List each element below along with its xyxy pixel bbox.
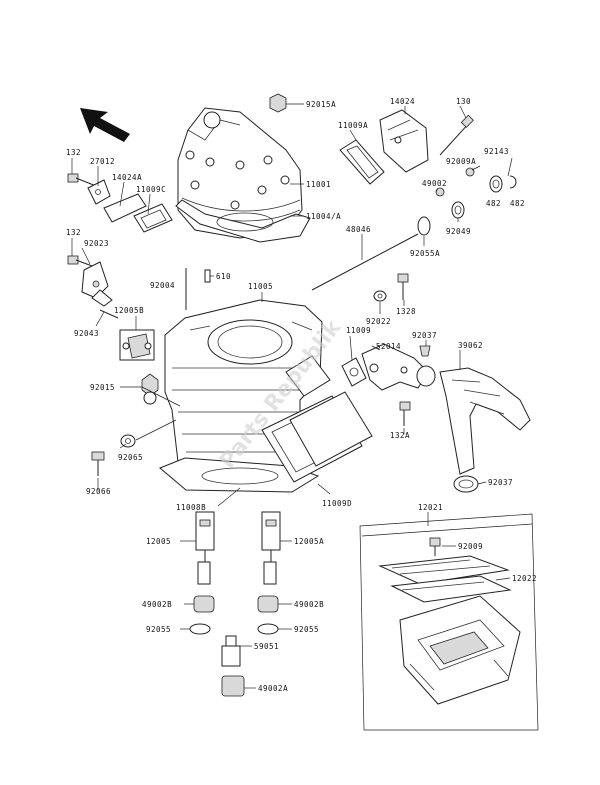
part-label: 92055A (410, 249, 440, 258)
reed-valve-screw (429, 537, 441, 556)
part-label: 49002A (258, 684, 288, 693)
part-label: 92015A (306, 100, 336, 109)
bolt-132-lower (67, 255, 93, 267)
cap-49002A (221, 675, 245, 697)
part-label: 14024A (112, 173, 142, 182)
front-direction-arrow-icon (80, 108, 130, 142)
part-label: 27012 (90, 157, 115, 166)
clamp-92037-lower (453, 475, 479, 493)
reed-petal-upper (378, 555, 510, 585)
part-label: 482 (486, 199, 501, 208)
part-label: 11009A (338, 121, 368, 130)
part-label: 132A (390, 431, 410, 440)
pin-92043 (99, 309, 119, 319)
part-label: 92055 (146, 625, 171, 634)
part-label: 92009 (458, 542, 483, 551)
bolt-92066 (91, 451, 105, 476)
valve-12005A (261, 511, 281, 585)
part-label: 92055 (294, 625, 319, 634)
part-label: 12005 (146, 537, 171, 546)
part-label: 12005B (114, 306, 144, 315)
manifold-52014 (361, 343, 429, 391)
part-label: 92065 (118, 453, 143, 462)
bushing-49002B-right (257, 595, 279, 613)
bolt-130 (439, 114, 474, 156)
cylinder-head (177, 107, 303, 239)
part-label: 49002B (294, 600, 324, 609)
clamp-92037-upper (416, 345, 436, 387)
part-label: 92015 (90, 383, 115, 392)
part-label: 92049 (446, 227, 471, 236)
gasket-11009C (133, 203, 173, 233)
part-label: 11008B (176, 503, 206, 512)
reed-valve-plate (289, 391, 373, 467)
part-label: 48046 (346, 225, 371, 234)
part-label: 11009D (322, 499, 352, 508)
base-gasket (159, 457, 320, 493)
washer-92022 (373, 290, 387, 302)
washer-group-right (435, 167, 517, 219)
part-label: 39062 (458, 341, 483, 350)
part-label: 49002B (142, 600, 172, 609)
part-label: 92066 (86, 487, 111, 496)
part-label: 92043 (74, 329, 99, 338)
gasket-11009 (341, 357, 367, 387)
o-ring-92055A (417, 216, 431, 236)
cap-nut-92015 (141, 373, 159, 405)
part-label: 92022 (366, 317, 391, 326)
part-label: 11009C (136, 185, 166, 194)
part-label: 92037 (488, 478, 513, 487)
part-label: 132 (66, 228, 81, 237)
leader-lines (71, 103, 513, 689)
valve-12005 (195, 511, 215, 585)
part-label: 92009A (446, 157, 476, 166)
part-label: 11009 (346, 326, 371, 335)
part-label: 11001 (306, 180, 331, 189)
part-label: 14024 (390, 97, 415, 106)
part-label: 11004/A (306, 212, 341, 221)
bolt-132-upper (67, 173, 97, 187)
bracket-92023 (81, 261, 113, 307)
part-label: 92143 (484, 147, 509, 156)
part-label: 52014 (376, 342, 401, 351)
bushing-49002B-left (193, 595, 215, 613)
part-label: 130 (456, 97, 471, 106)
part-label: 610 (216, 272, 231, 281)
part-label: 132 (66, 148, 81, 157)
valve-cover (379, 109, 429, 173)
reed-petal-lower (390, 575, 512, 603)
part-label: 92004 (150, 281, 175, 290)
part-label: 12021 (418, 503, 443, 512)
part-label: 482 (510, 199, 525, 208)
part-label: 12005A (294, 537, 324, 546)
bolt-1328 (397, 273, 409, 300)
cap-nut-top (269, 93, 287, 113)
part-label: 92023 (84, 239, 109, 248)
part-label: 49002 (422, 179, 447, 188)
reed-block (399, 595, 521, 705)
dowel-610 (204, 269, 211, 283)
reed-valve-assembly-box (359, 513, 539, 731)
o-ring-92055-left (189, 623, 211, 635)
part-label: 11005 (248, 282, 273, 291)
part-label: 92037 (412, 331, 437, 340)
gear-59051 (221, 635, 241, 667)
bracket-27012 (87, 179, 111, 205)
valve-12005B (119, 329, 155, 361)
o-ring-92055-right (257, 623, 279, 635)
part-label: 59051 (254, 642, 279, 651)
stud-48046 (311, 233, 419, 291)
flange-14024A (103, 193, 147, 223)
hose-39062 (439, 367, 531, 475)
part-label: 12022 (512, 574, 537, 583)
part-label: 1328 (396, 307, 416, 316)
bolt-132A (399, 401, 411, 426)
washer-92065 (120, 434, 136, 448)
valve-cover-gasket (339, 139, 385, 185)
